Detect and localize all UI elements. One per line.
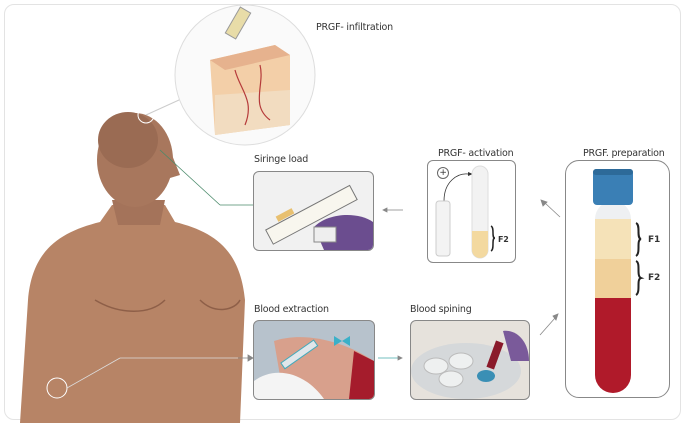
infiltration-title: PRGF- infiltration [316, 22, 393, 33]
activation-image: + F2 [427, 160, 516, 263]
f2-label: F2 [648, 273, 661, 283]
f1-label: F1 [648, 235, 661, 245]
plus-badge: + [437, 167, 449, 179]
blood-tube [593, 169, 645, 393]
extraction-image [253, 320, 375, 400]
extraction-label: Blood extraction [254, 304, 329, 315]
diagram-frame [4, 4, 681, 420]
preparation-label: PRGF. preparation [583, 148, 665, 159]
skin-magnifier [174, 4, 316, 146]
spinning-image [410, 320, 530, 400]
human-figure [20, 106, 245, 423]
flow-arrows [238, 199, 561, 362]
spinning-label: Blood spining [410, 304, 472, 315]
preparation-tube-panel: F1 F2 [565, 160, 670, 398]
activation-f2-label: F2 [498, 235, 509, 244]
syringe-load-label: Siringe load [254, 154, 309, 165]
activation-label: PRGF- activation [438, 148, 514, 159]
syringe-load-image [253, 171, 374, 251]
